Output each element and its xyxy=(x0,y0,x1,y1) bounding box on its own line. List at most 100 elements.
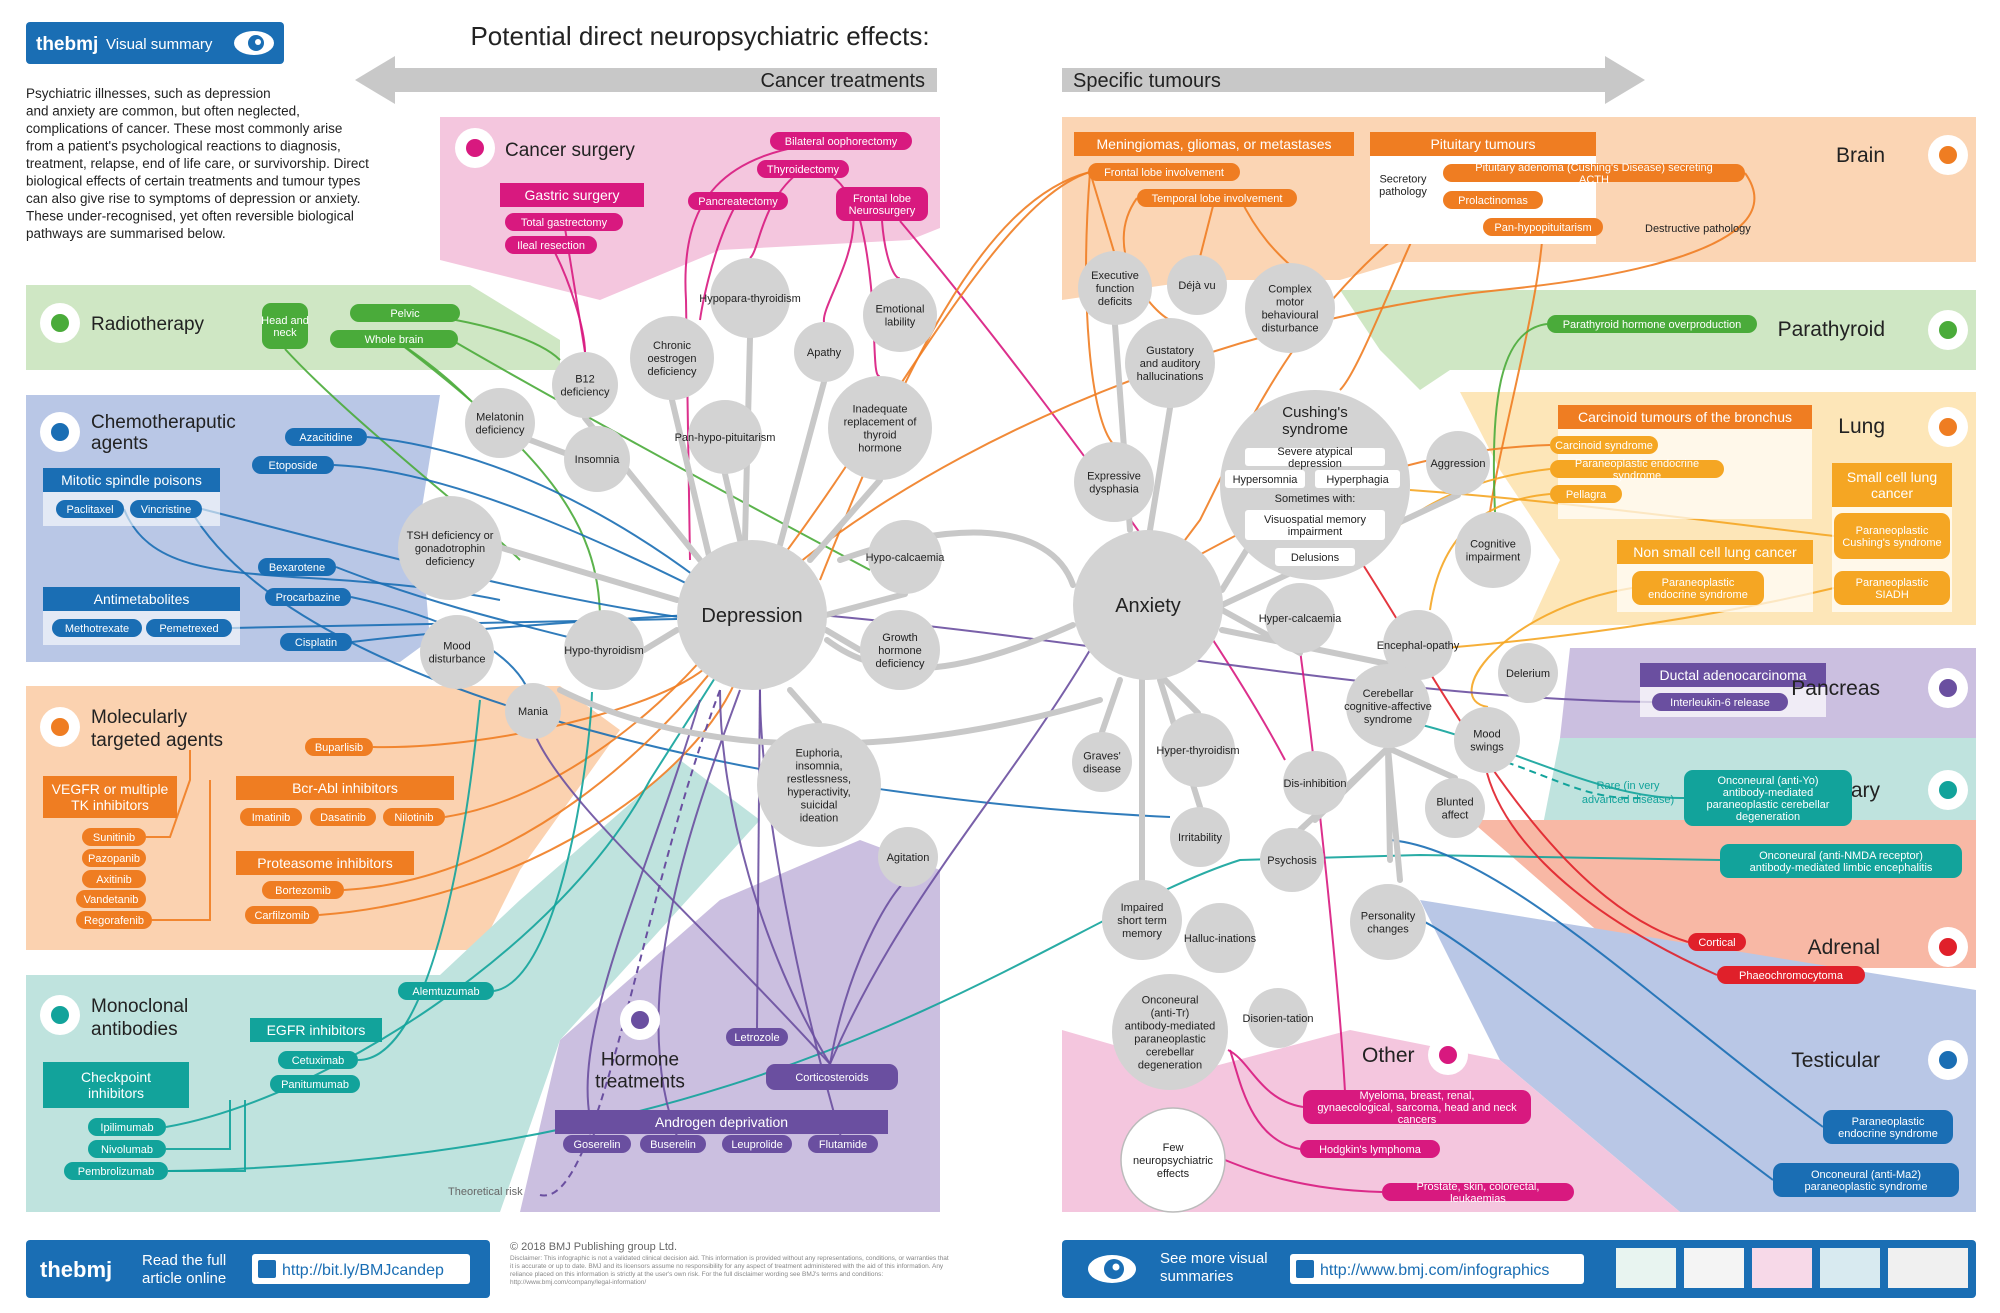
pill-pellagra: Pellagra xyxy=(1550,485,1622,503)
pill-label: Cetuximab xyxy=(292,1055,345,1067)
url-right[interactable]: http://www.bmj.com/infographics xyxy=(1320,1262,1549,1279)
pill-bg xyxy=(245,906,319,924)
box-proteasome: Proteasome inhibitors xyxy=(236,851,414,875)
node-label: Hyper-thyroidism xyxy=(1156,745,1239,757)
connector-line xyxy=(532,729,831,1065)
pill-bg xyxy=(82,828,146,846)
pill-bg xyxy=(76,911,152,929)
pill-label: Corticosteroids xyxy=(795,1072,869,1084)
section-label: Brain xyxy=(1836,144,1885,167)
pill-label: Pelvic xyxy=(390,308,420,320)
section-surgery: Cancer surgery xyxy=(505,140,635,161)
node-circle xyxy=(1248,988,1308,1048)
node-apathy: Apathy xyxy=(794,322,854,382)
cushing-item-box xyxy=(1225,470,1305,488)
url-left[interactable]: http://bit.ly/BMJcandep xyxy=(282,1262,444,1279)
pill-bg xyxy=(252,456,334,474)
flow-arrow xyxy=(777,379,827,548)
section-label: Pancreas xyxy=(1791,677,1880,700)
box-label: Carcinoid tumours of the bronchus xyxy=(1578,409,1792,425)
mab-label-2: antibodies xyxy=(91,1019,178,1040)
pill-bg xyxy=(1303,1090,1531,1124)
pill-bg xyxy=(1088,163,1240,181)
node-hypercalc: Hyper-calcaemia xyxy=(1259,583,1342,653)
connector-line xyxy=(1239,197,1291,266)
intro-line: pathways are summarised below. xyxy=(26,226,226,241)
monoclonal-panel xyxy=(26,760,760,1212)
node-label: Disorien-tation xyxy=(1243,1013,1314,1025)
url-right-box[interactable] xyxy=(1290,1254,1584,1284)
node-label: Insomnia xyxy=(575,454,621,466)
pill-bg xyxy=(383,808,445,826)
link-icon xyxy=(1296,1260,1314,1278)
cushing-item: Delusions xyxy=(1291,552,1340,564)
section-label: Adrenal xyxy=(1808,936,1880,959)
intro-line: treatment, relapse, end of life care, or… xyxy=(26,156,369,171)
node-label: Hyper-calcaemia xyxy=(1259,613,1342,625)
connector-line xyxy=(1227,1049,1304,1108)
connector-line xyxy=(357,699,481,1061)
pill-leuprolide: Leuprolide xyxy=(722,1135,792,1153)
pill-label: Azacitidine xyxy=(299,432,352,444)
pill-label: Regorafenib xyxy=(84,915,144,927)
node-circle xyxy=(1112,974,1228,1090)
node-circle xyxy=(1245,263,1335,353)
thumbnail-strip[interactable] xyxy=(1616,1248,1968,1288)
pill-procarbazine: Procarbazine xyxy=(265,588,351,606)
intro-line: biological effects of certain treatments… xyxy=(26,174,361,189)
node-circle xyxy=(1072,732,1132,792)
box-header xyxy=(43,587,240,611)
node-depression: Depression xyxy=(677,540,827,690)
connector-line xyxy=(1199,197,1216,258)
pill-pembrolizumab: Pembrolizumab xyxy=(64,1162,168,1180)
flow-arrow xyxy=(527,437,573,458)
pill-bg xyxy=(1443,191,1543,209)
pill-flutamide: Flutamide xyxy=(808,1135,878,1153)
pill-label: Frontal lobe involvement xyxy=(1104,167,1224,179)
node-euphoria: Euphoria,insomnia,restlessness,hyperacti… xyxy=(757,723,881,847)
pill-buparlisib: Buparlisib xyxy=(305,738,373,756)
flow-arrow xyxy=(807,477,883,563)
brand-logo: thebmj xyxy=(36,34,98,55)
pill-cortical: Cortical xyxy=(1688,933,1746,951)
pill-sunitinib: Sunitinib xyxy=(82,828,146,846)
node-label: Hypopara-thyroidism xyxy=(699,293,800,305)
intro-line: can also give rise to symptoms of depres… xyxy=(26,191,360,206)
cells-icon xyxy=(1428,1035,1468,1075)
pill-bg xyxy=(836,187,928,221)
section-other: Other xyxy=(1362,1044,1415,1067)
pill-label: Temporal lobe involvement xyxy=(1152,193,1283,205)
section-label: Lung xyxy=(1838,415,1885,438)
connector-line xyxy=(343,659,721,891)
pill-bg xyxy=(1773,1163,1959,1197)
pill-label: Goserelin xyxy=(573,1139,620,1151)
pill-label: Buparlisib xyxy=(315,742,363,754)
connection-lines xyxy=(123,140,1835,1197)
box-label: EGFR inhibitors xyxy=(267,1022,366,1038)
pill-cisplatin: Cisplatin xyxy=(280,633,352,651)
url-left-box[interactable] xyxy=(252,1254,470,1284)
connector-line xyxy=(829,649,1091,1065)
intro-line: These under-recognised, yet often revers… xyxy=(26,209,354,224)
eye-icon xyxy=(234,31,274,55)
connector-line xyxy=(146,750,191,838)
node-circle xyxy=(1102,880,1182,960)
pill-pelvic: Pelvic xyxy=(350,304,460,322)
section-brain: Brain xyxy=(1836,144,1885,167)
node-circle xyxy=(677,540,827,690)
pill-bg xyxy=(1834,513,1950,559)
